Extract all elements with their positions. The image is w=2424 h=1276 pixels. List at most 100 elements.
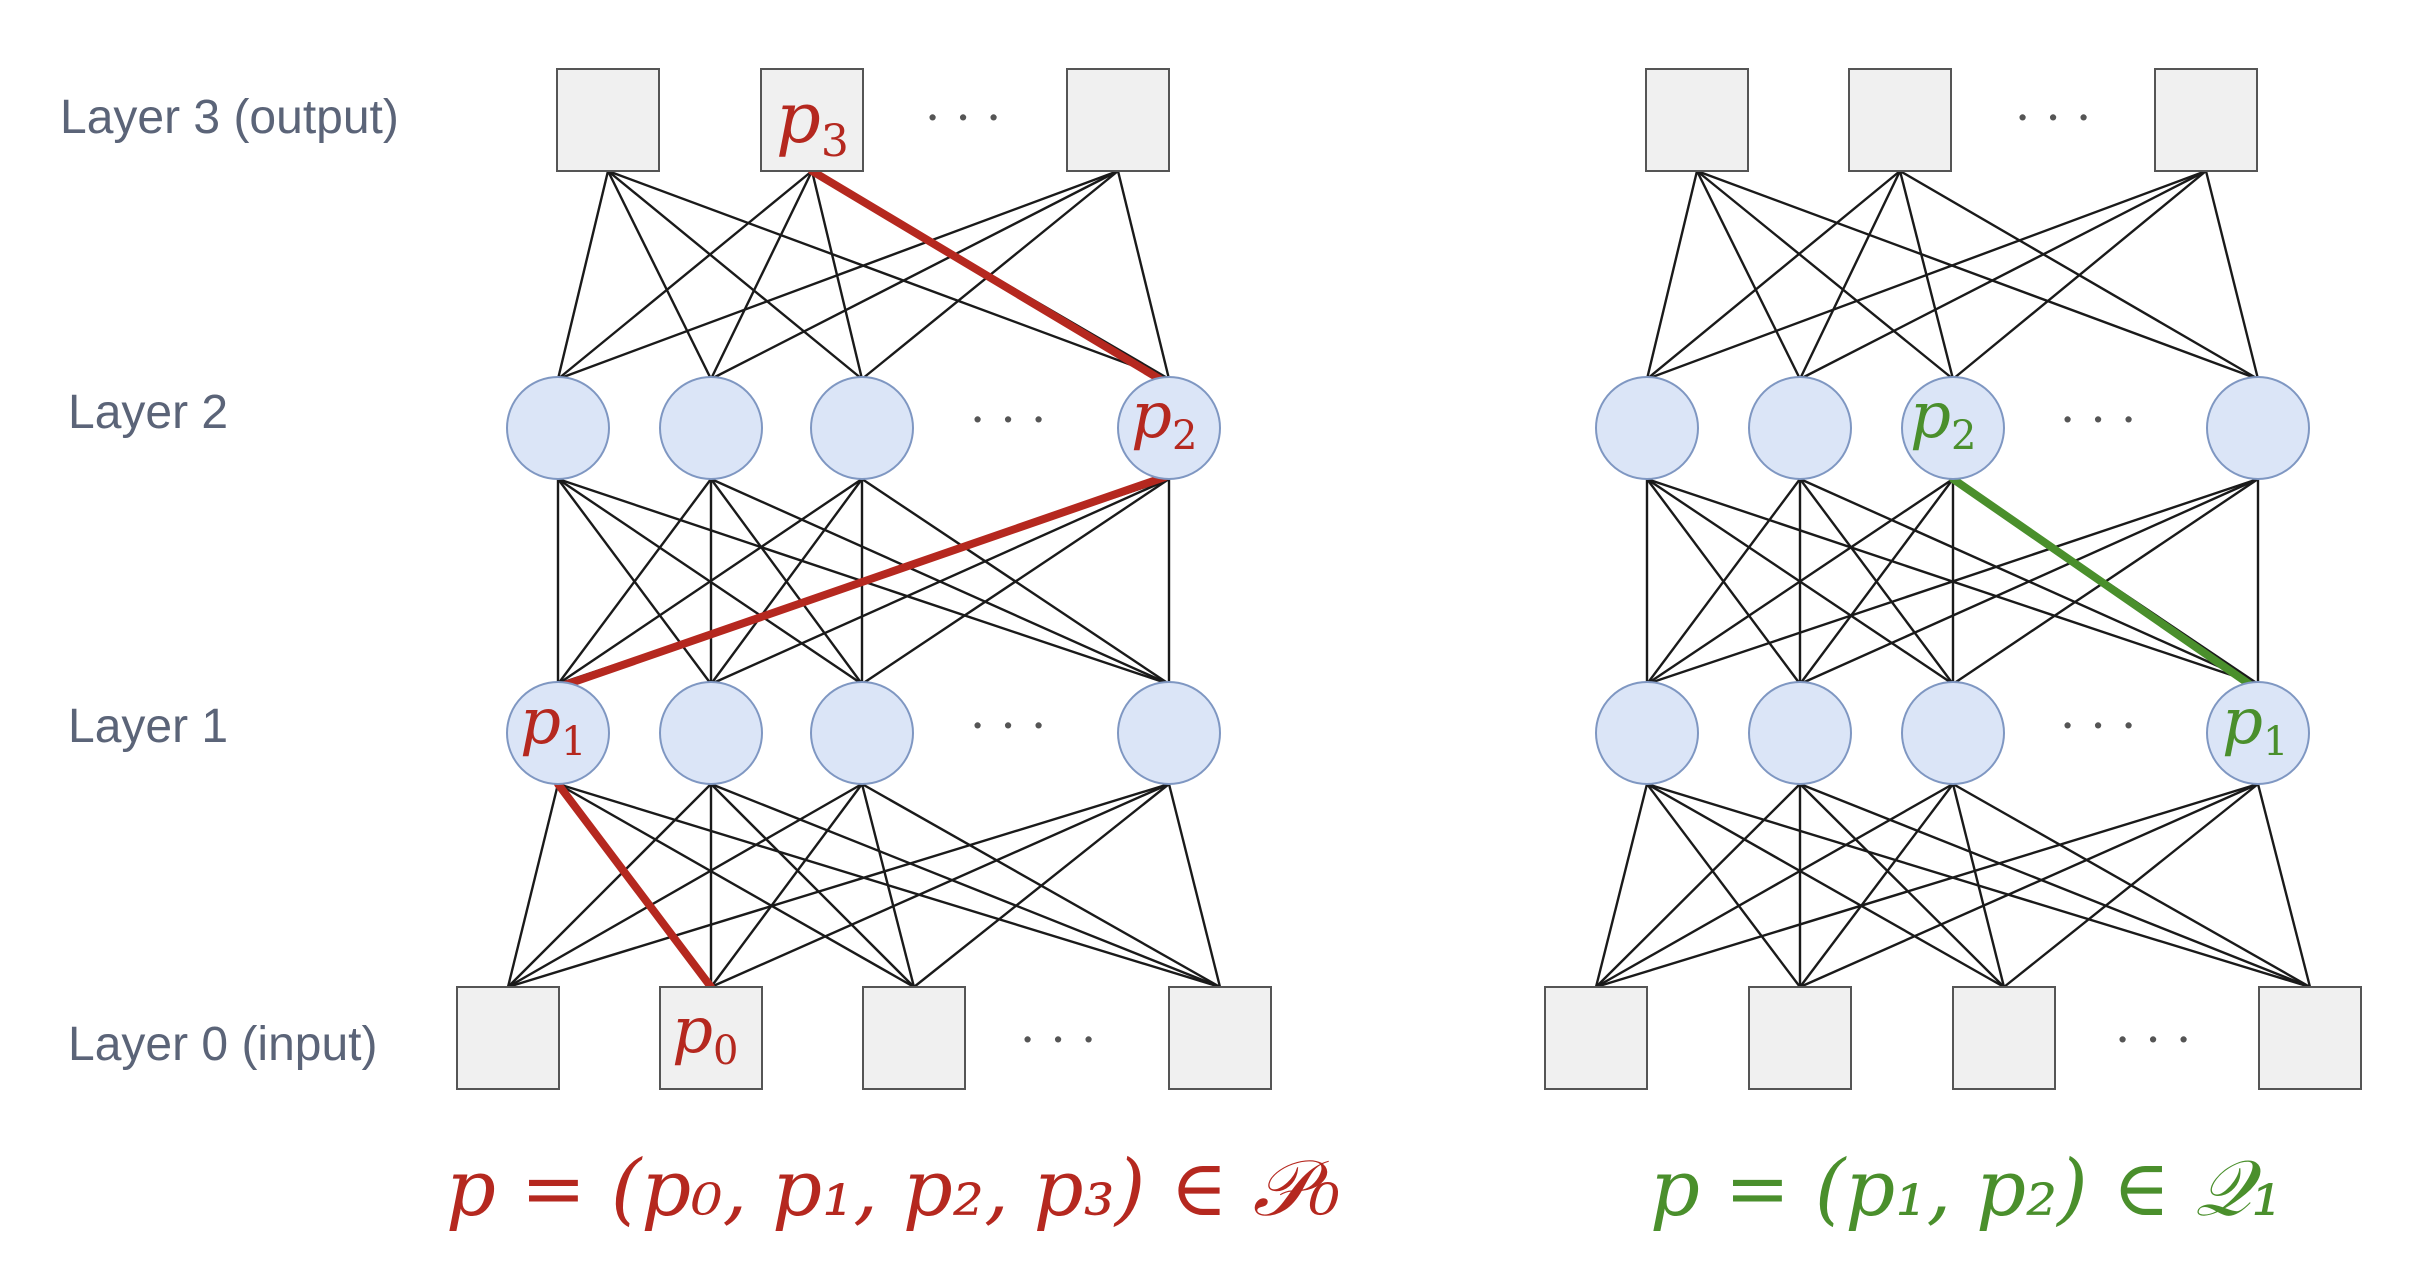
highlighted-paths xyxy=(554,167,2256,991)
left-edge-1-0-3-3 xyxy=(1167,783,1222,988)
right-layer-2-neuron-3 xyxy=(2206,376,2310,480)
left-p2-label: p2 xyxy=(1131,379,1197,459)
left-edge-2-1-2-1 xyxy=(710,478,863,685)
right-input-node-0 xyxy=(1544,986,1648,1090)
left-edge-1-0-1-0 xyxy=(507,783,712,988)
layer-3-label: Layer 3 (output) xyxy=(60,91,399,144)
left-output-node-2 xyxy=(1066,68,1170,172)
right-edge-1-0-3-2 xyxy=(2003,783,2259,988)
left-layer-2-ellipsis: · · · xyxy=(970,392,1046,448)
left-layer-1-neuron-3 xyxy=(1117,681,1221,785)
right-edge-1-0-3-1 xyxy=(1799,782,2259,989)
right-p2-label: p2 xyxy=(1910,379,1976,459)
right-network-edges xyxy=(1594,169,2312,989)
right-layer-2-neuron-0 xyxy=(1595,376,1699,480)
left-edge-3-2-0-1 xyxy=(606,170,713,380)
right-layer-3-ellipsis: · · · xyxy=(2015,90,2091,146)
right-edge-1-0-2-2 xyxy=(1951,783,2006,988)
left-edge-2-1-3-1 xyxy=(710,477,1170,686)
right-output-node-0 xyxy=(1645,68,1749,172)
right-edge-1-0-2-1 xyxy=(1799,783,1954,988)
left-edge-3-2-0-0 xyxy=(556,170,610,380)
left-input-node-1 xyxy=(659,986,763,1090)
left-edge-1-0-0-2 xyxy=(557,782,915,989)
left-edge-3-2-0-2 xyxy=(607,170,863,380)
right-edge-3-2-2-0 xyxy=(1646,169,2207,381)
right-edge-1-0-1-3 xyxy=(1799,782,2311,989)
right-p1-label: p1 xyxy=(2222,685,2288,765)
left-edge-1-0-2-1 xyxy=(710,783,863,988)
right-input-node-3 xyxy=(2258,986,2362,1090)
right-edge-2-1-2-0 xyxy=(1646,478,1954,685)
left-edge-1-0-1-2 xyxy=(710,783,915,988)
left-layer-1-neuron-2 xyxy=(810,681,914,785)
left-path-edge-p1-p0 xyxy=(554,780,715,991)
left-edge-2-1-3-2 xyxy=(861,478,1170,685)
left-layer-0-ellipsis: · · · xyxy=(1020,1012,1096,1068)
right-edge-2-1-2-1 xyxy=(1799,478,1954,685)
right-layer-2-ellipsis: · · · xyxy=(2060,392,2136,448)
left-output-node-1 xyxy=(760,68,864,172)
right-layer-1-neuron-3 xyxy=(2206,681,2310,785)
left-edge-3-2-2-3 xyxy=(1116,170,1171,380)
left-edge-1-0-0-0 xyxy=(506,783,560,988)
right-edge-1-0-0-1 xyxy=(1646,783,1801,988)
right-path-caption: p = (p₁, p₂) ∈ 𝒬₁ xyxy=(1650,1144,2282,1234)
right-edge-2-1-3-1 xyxy=(1799,477,2259,686)
left-path-edge-p3-p2 xyxy=(808,167,1167,385)
network-nodes xyxy=(456,68,2362,1090)
right-edge-2-1-3-0 xyxy=(1646,477,2259,686)
right-edge-1-0-0-2 xyxy=(1646,782,2005,989)
left-edge-1-0-3-1 xyxy=(710,782,1170,989)
left-layer-2-neuron-2 xyxy=(810,376,914,480)
left-input-node-3 xyxy=(1168,986,1272,1090)
right-output-node-1 xyxy=(1848,68,1952,172)
left-edge-3-2-0-3 xyxy=(607,169,1170,381)
left-edge-1-0-1-3 xyxy=(710,782,1221,989)
right-edge-3-2-2-1 xyxy=(1799,169,2207,381)
layer-2-label: Layer 2 xyxy=(68,386,228,439)
left-edge-1-0-2-2 xyxy=(860,783,916,988)
left-edge-3-2-2-1 xyxy=(710,169,1119,381)
left-p3-label: p3 xyxy=(776,77,849,167)
left-path-edge-p2-p1 xyxy=(558,473,1169,690)
left-edge-1-0-3-0 xyxy=(507,782,1170,989)
left-edge-3-2-1-0 xyxy=(557,170,813,380)
right-edge-3-2-0-1 xyxy=(1695,170,1802,380)
left-layer-1-neuron-0 xyxy=(506,681,610,785)
right-edge-3-2-0-0 xyxy=(1645,170,1699,380)
right-edge-3-2-2-3 xyxy=(2204,170,2260,380)
left-input-node-2 xyxy=(862,986,966,1090)
left-layer-2-neuron-3 xyxy=(1117,376,1221,480)
right-layer-1-neuron-2 xyxy=(1901,681,2005,785)
right-layer-0-ellipsis: · · · xyxy=(2115,1012,2191,1068)
layer-1-label: Layer 1 xyxy=(68,700,228,753)
right-edge-3-2-1-0 xyxy=(1646,170,1901,380)
right-edge-3-2-0-3 xyxy=(1696,169,2259,381)
left-layer-2-neuron-0 xyxy=(506,376,610,480)
right-edge-1-0-1-0 xyxy=(1595,783,1801,988)
right-edge-3-2-0-2 xyxy=(1696,170,1954,380)
right-layer-2-neuron-2 xyxy=(1901,376,2005,480)
right-layer-1-ellipsis: · · · xyxy=(2060,698,2136,754)
left-layer-1-neuron-1 xyxy=(659,681,763,785)
layer-0-label: Layer 0 (input) xyxy=(68,1018,378,1071)
right-input-node-1 xyxy=(1748,986,1852,1090)
left-layer-3-ellipsis: · · · xyxy=(925,90,1001,146)
right-output-node-2 xyxy=(2154,68,2258,172)
left-edge-1-0-3-2 xyxy=(913,783,1170,988)
left-p0-label: p0 xyxy=(672,994,738,1074)
right-edge-1-0-2-0 xyxy=(1595,782,1954,989)
right-layer-2-neuron-1 xyxy=(1748,376,1852,480)
right-edge-1-0-3-0 xyxy=(1595,782,2259,989)
left-edge-2-1-2-0 xyxy=(557,478,863,685)
right-edge-3-2-1-1 xyxy=(1798,170,1902,380)
right-edge-1-0-0-0 xyxy=(1594,783,1649,988)
left-path-caption: p = (p₀, p₁, p₂, p₃) ∈ 𝒫₀ xyxy=(446,1144,1340,1234)
left-edge-3-2-1-1 xyxy=(709,170,814,380)
left-layer-1-ellipsis: · · · xyxy=(970,698,1046,754)
right-layer-1-neuron-1 xyxy=(1748,681,1852,785)
left-edge-1-0-2-0 xyxy=(507,782,863,989)
right-edge-3-2-2-2 xyxy=(1952,170,2207,380)
